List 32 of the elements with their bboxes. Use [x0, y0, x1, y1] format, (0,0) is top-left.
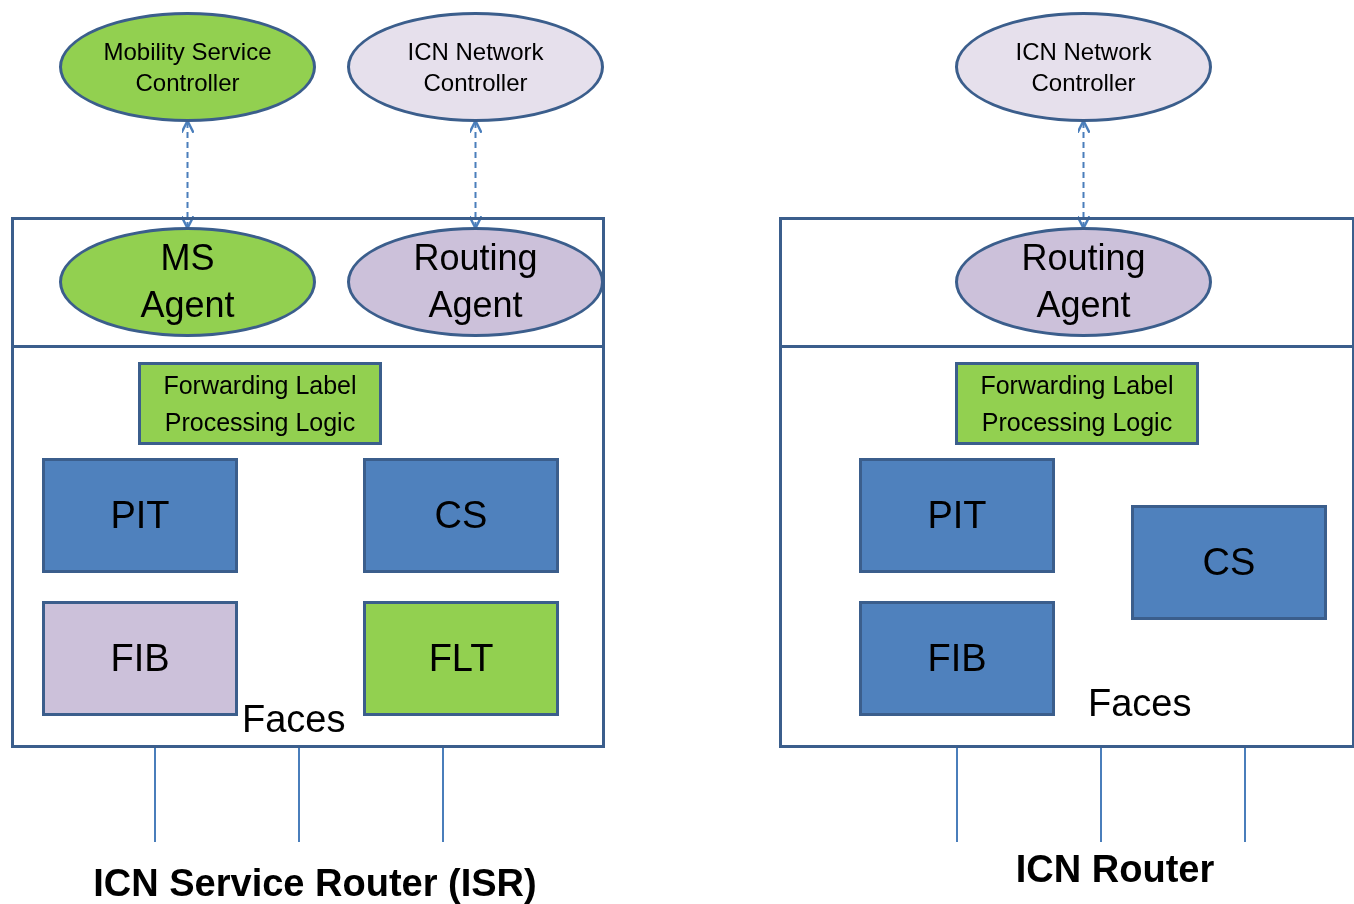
- controller-ellipse: ICN Network Controller: [347, 12, 604, 122]
- router-caption: ICN Service Router (ISR): [93, 862, 537, 904]
- controller-ellipse: Mobility Service Controller: [59, 12, 316, 122]
- connector-arrow: [180, 119, 195, 230]
- face-line: [1244, 747, 1246, 843]
- table-box: FLT: [363, 601, 559, 716]
- agent-ellipse: Routing Agent: [347, 227, 604, 337]
- table-box: PIT: [42, 458, 238, 573]
- face-line: [956, 747, 958, 843]
- forwarding-panel: [11, 345, 605, 748]
- table-box: FIB: [859, 601, 1055, 716]
- faces-label: Faces: [242, 700, 346, 738]
- logic-box: Forwarding Label Processing Logic: [955, 362, 1199, 445]
- logic-box: Forwarding Label Processing Logic: [138, 362, 382, 445]
- agent-panel: [779, 217, 1354, 348]
- face-line: [1100, 747, 1102, 843]
- face-line: [298, 747, 300, 843]
- face-line: [442, 747, 444, 843]
- agent-panel: [11, 217, 605, 348]
- forwarding-panel: [779, 345, 1354, 748]
- face-line: [154, 747, 156, 843]
- table-box: CS: [363, 458, 559, 573]
- agent-ellipse: Routing Agent: [955, 227, 1212, 337]
- agent-ellipse: MS Agent: [59, 227, 316, 337]
- connector-arrow: [468, 119, 483, 230]
- connector-arrow: [1076, 119, 1091, 230]
- table-box: CS: [1131, 505, 1327, 620]
- controller-ellipse: ICN Network Controller: [955, 12, 1212, 122]
- faces-label: Faces: [1088, 684, 1192, 722]
- table-box: PIT: [859, 458, 1055, 573]
- table-box: FIB: [42, 601, 238, 716]
- router-caption: ICN Router: [1015, 848, 1215, 891]
